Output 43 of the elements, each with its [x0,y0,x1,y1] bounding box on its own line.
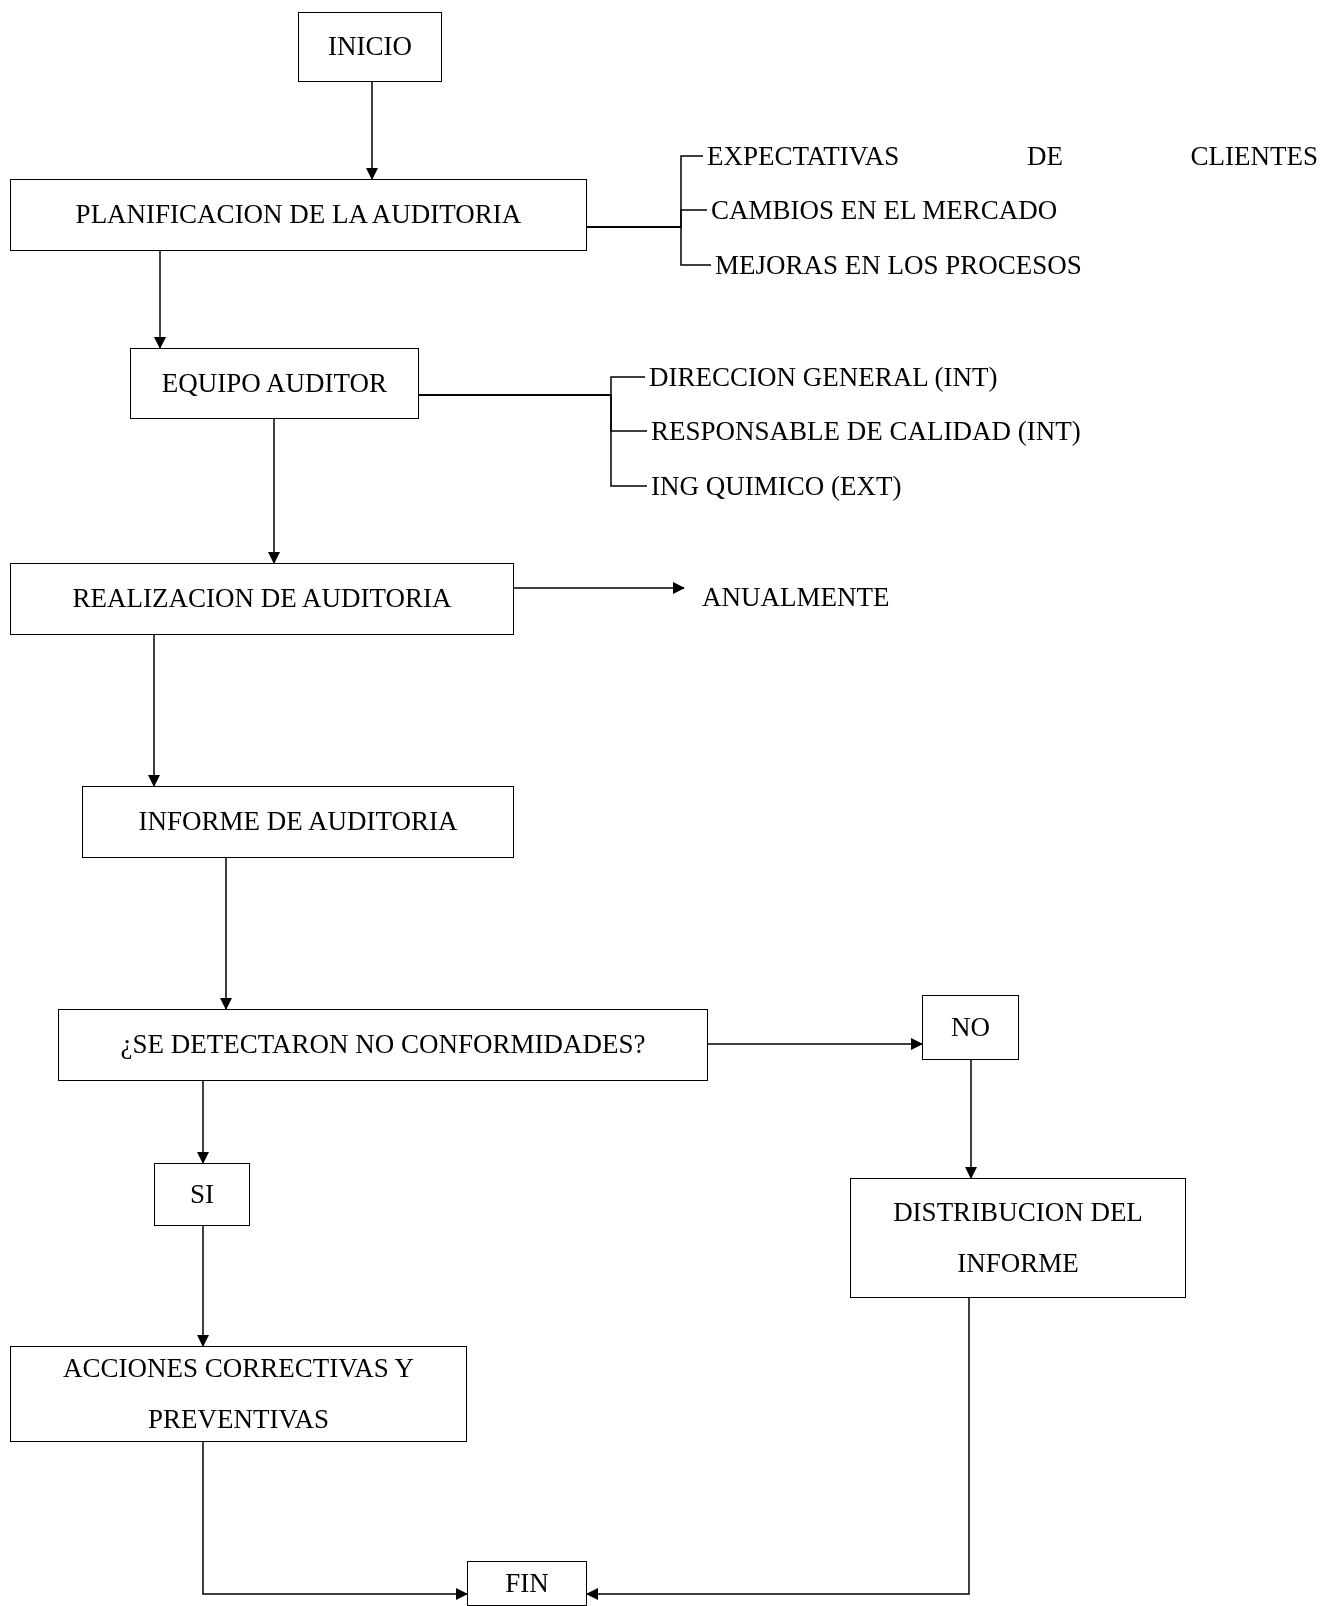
process-box [467,1561,587,1606]
node-text: MEJORAS EN LOS PROCESOS [715,248,1082,282]
node-text: ¿SE DETECTARON NO CONFORMIDADES? [120,1028,646,1062]
bracket-line [586,226,712,266]
node-text: INICIO [328,30,412,64]
node-text: NO [951,1010,990,1044]
arrow [366,81,378,180]
node-text: RESPONSABLE DE CALIDAD (INT) [651,414,1081,448]
node-text: ING QUIMICO (EXT) [651,469,902,503]
node-text: DISTRIBUCION DEL INFORME [892,1195,1144,1280]
process-box [82,786,514,858]
node-text: ACCIONES CORRECTIVAS Y PREVENTIVAS [61,1351,416,1436]
process-box [922,995,1019,1060]
node-text: FIN [505,1566,549,1600]
process-box [130,348,419,419]
node-text: CAMBIOS EN EL MERCADO [711,193,1058,227]
bracket-line [418,394,648,487]
process-box [10,1346,467,1442]
arrow [220,857,232,1010]
node-text: ANUALMENTE [702,580,890,614]
arrow [513,582,685,594]
arrow [586,1297,970,1600]
process-box [10,563,514,635]
arrow [197,1225,209,1347]
arrow [197,1080,209,1164]
node-text: SI [190,1177,214,1211]
node-text: REALIZACION DE AUDITORIA [72,582,452,616]
arrow [268,418,280,564]
arrow [148,634,160,787]
process-box [154,1163,250,1226]
process-box [850,1178,1186,1298]
node-text: PLANIFICACION DE LA AUDITORIA [75,198,522,232]
process-box [58,1009,708,1081]
node-text: EXPECTATIVAS DE CLIENTES [707,139,1318,173]
process-box [10,179,587,251]
arrow [707,1038,923,1050]
arrow [154,250,166,349]
node-text: EQUIPO AUDITOR [161,366,388,400]
arrow [202,1441,468,1600]
arrow [965,1059,977,1179]
process-box [298,12,442,82]
node-text: INFORME DE AUDITORIA [138,805,458,839]
node-text: DIRECCION GENERAL (INT) [649,360,998,394]
